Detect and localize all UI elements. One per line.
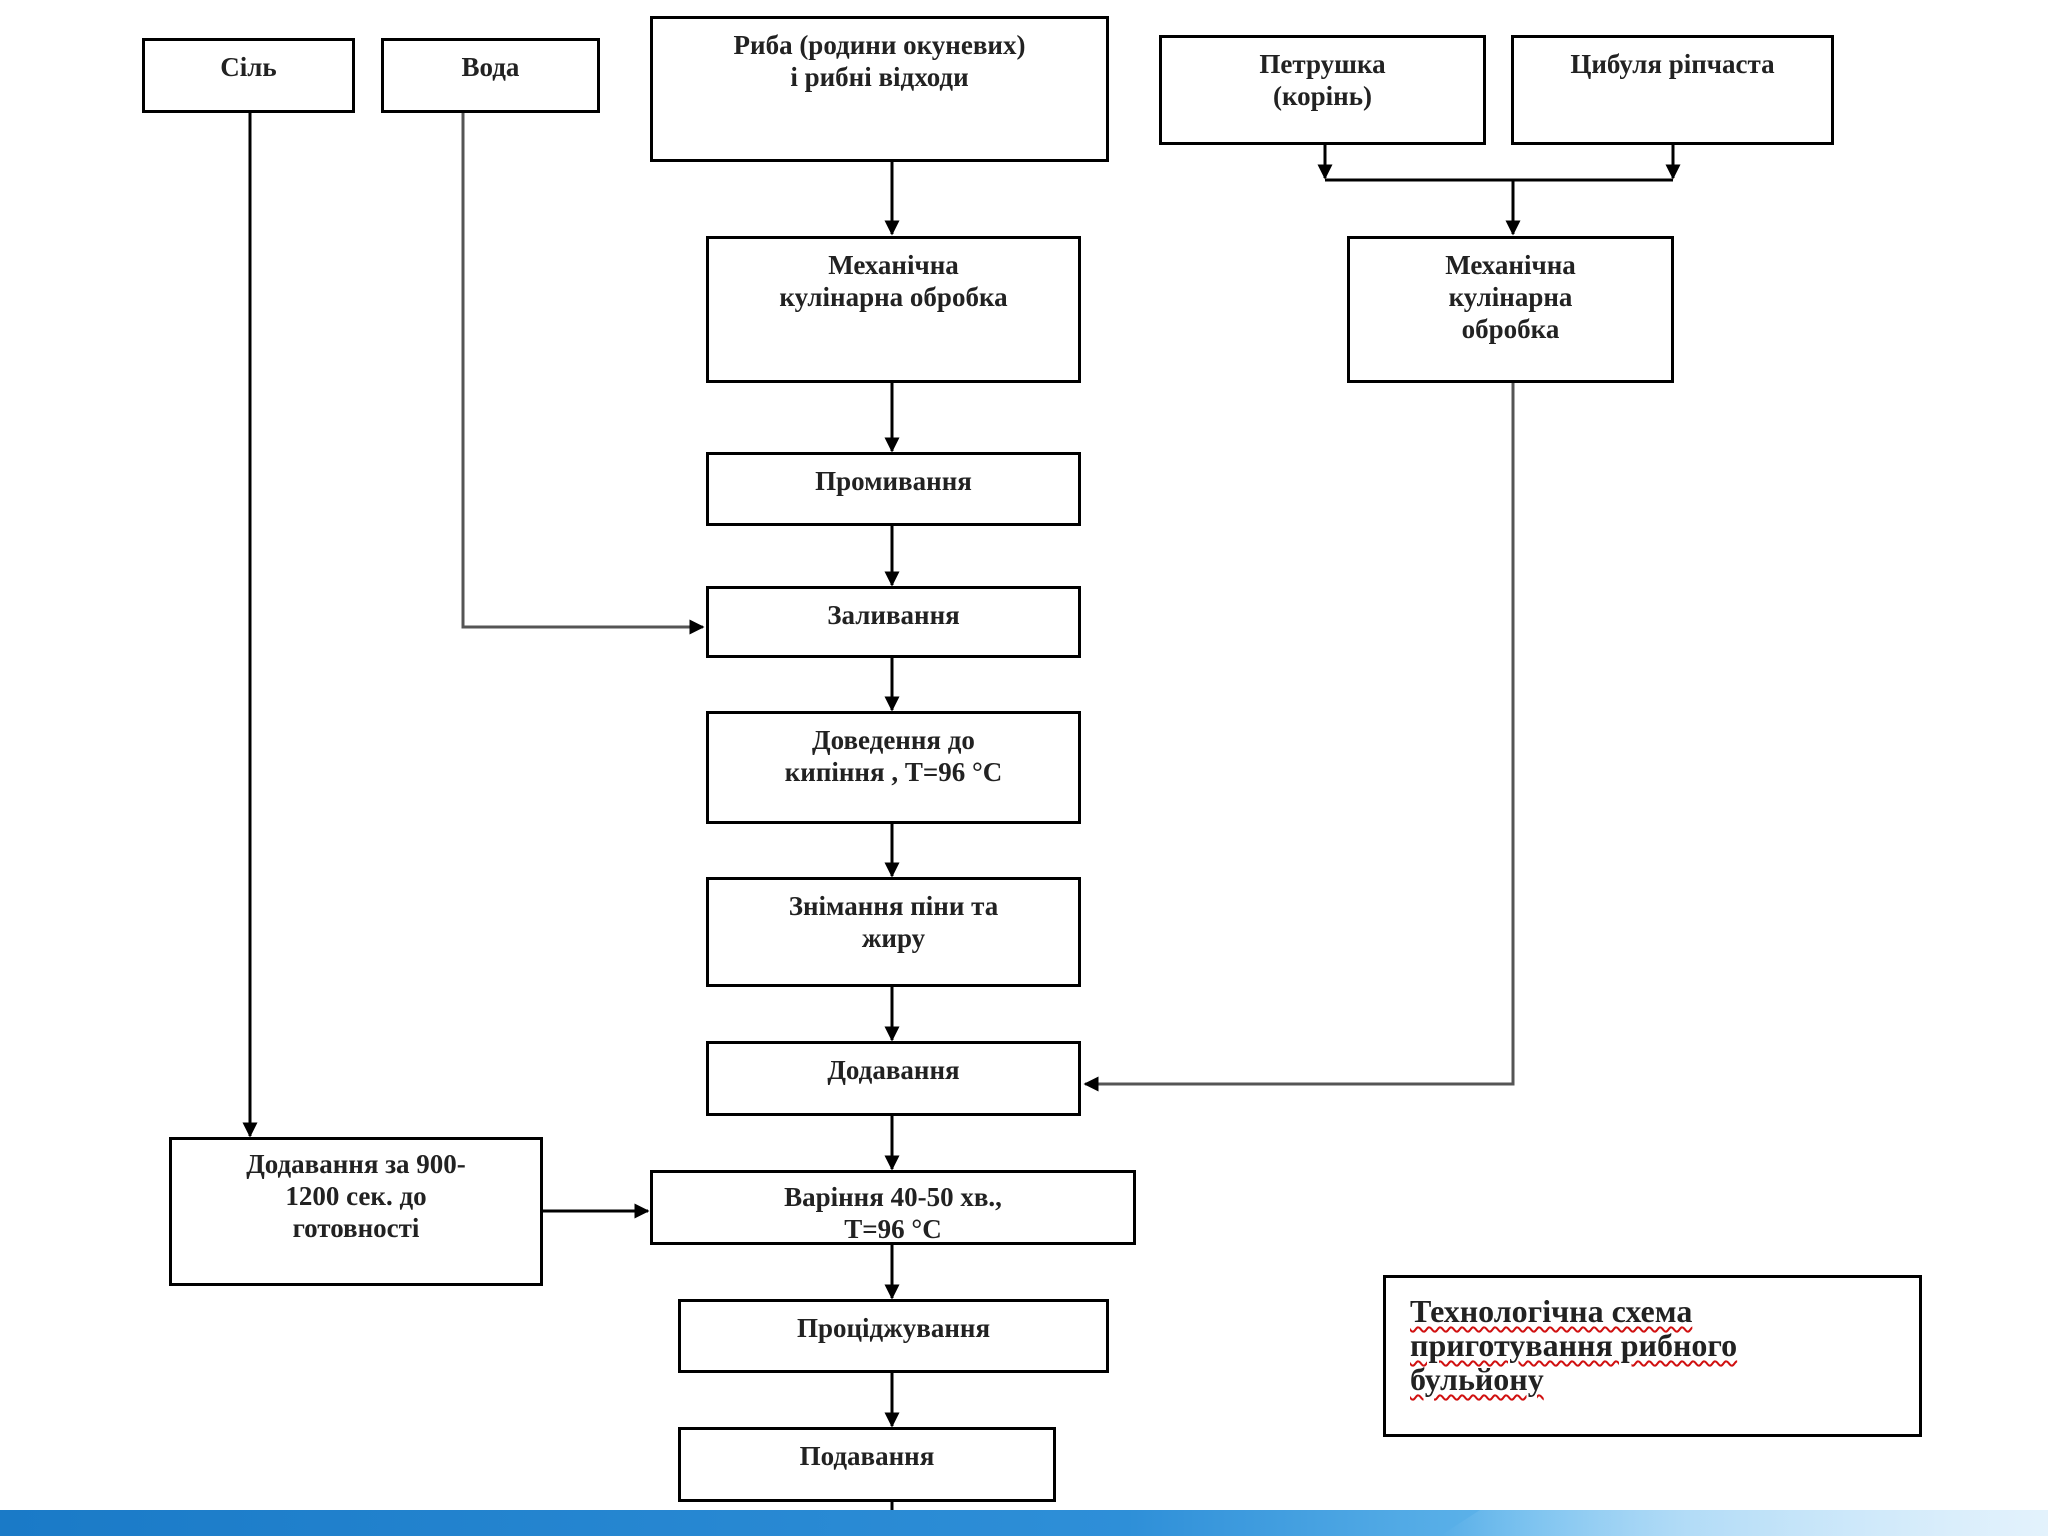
node-znimannia: Знімання піни та жиру <box>706 877 1081 987</box>
node-podavannia: Подавання <box>678 1427 1056 1502</box>
node-ryba: Риба (родини окуневих) і рибні відходи <box>650 16 1109 162</box>
arrow-voda-to-zalyvannia <box>461 113 705 635</box>
node-sil: Сіль <box>142 38 355 113</box>
node-zalyvannia: Заливання <box>706 586 1081 658</box>
node-protsidzhuvannia: Проціджування <box>678 1299 1109 1373</box>
node-mekh-obrobka-2: Механічна кулінарна обробка <box>1347 236 1674 383</box>
node-mekh-obrobka-1: Механічна кулінарна обробка <box>706 236 1081 383</box>
footer-band-accent <box>1440 1510 2048 1536</box>
diagram-caption: Технологічна схема приготування рибного … <box>1383 1275 1922 1437</box>
node-promyvannia: Промивання <box>706 452 1081 526</box>
node-dodavannia: Додавання <box>706 1041 1081 1116</box>
node-varinnia: Варіння 40-50 хв., Т=96 °С <box>650 1170 1136 1245</box>
node-dodavannia-za: Додавання за 900- 1200 сек. до готовност… <box>169 1137 543 1286</box>
arrow-mekh2-to-dodavannia <box>1083 383 1515 1092</box>
node-dovedennia: Доведення до кипіння , Т=96 °С <box>706 711 1081 824</box>
node-petrushka: Петрушка (корінь) <box>1159 35 1486 145</box>
node-tsybulia: Цибуля ріпчаста <box>1511 35 1834 145</box>
node-voda: Вода <box>381 38 600 113</box>
